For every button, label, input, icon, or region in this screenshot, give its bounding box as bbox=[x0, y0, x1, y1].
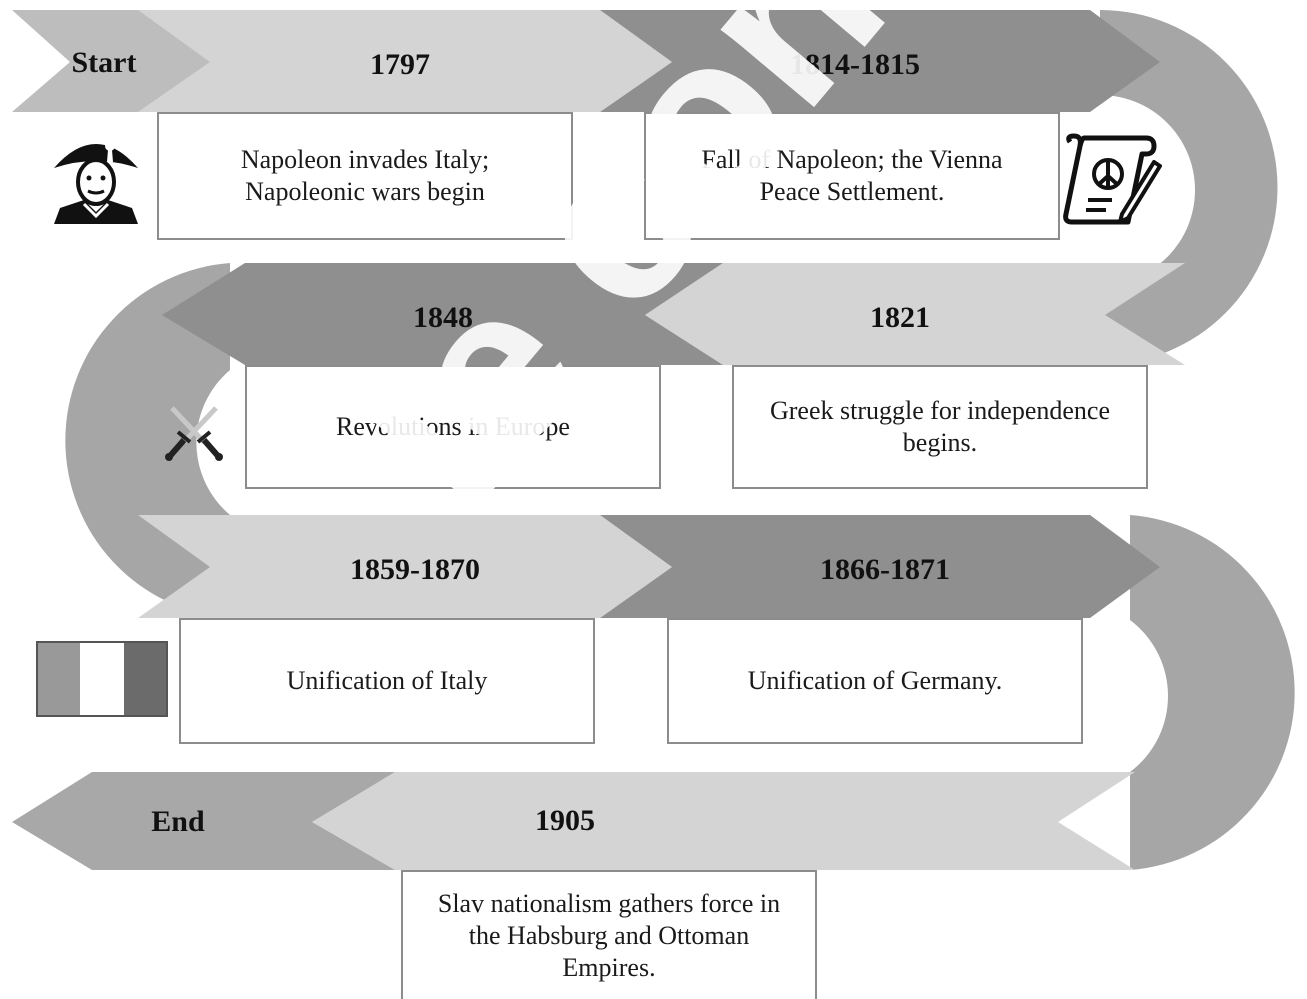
arrow-1848 bbox=[162, 263, 723, 365]
italy-flag-icon bbox=[36, 641, 168, 717]
year-label: 1866-1871 bbox=[820, 553, 950, 586]
event-description: Napoleon invades Italy; Napoleonic wars … bbox=[157, 112, 573, 240]
event-description: Slav nationalism gathers force in the Ha… bbox=[401, 870, 817, 999]
event-description: Greek struggle for independence begins. bbox=[732, 365, 1148, 489]
year-label: 1859-1870 bbox=[350, 553, 480, 586]
arrow-1859-1870 bbox=[138, 515, 672, 618]
arrow-1866-1871 bbox=[600, 515, 1160, 618]
event-description: Unification of Germany. bbox=[667, 618, 1083, 744]
arrow-end bbox=[12, 772, 395, 870]
year-label: 1905 bbox=[535, 804, 595, 837]
year-label: 1797 bbox=[370, 48, 430, 81]
event-description: Fall of Napoleon; the Vienna Peace Settl… bbox=[644, 112, 1060, 240]
peace-scroll-icon bbox=[1063, 133, 1162, 225]
arrow-start bbox=[12, 10, 215, 112]
arrow-1821 bbox=[645, 263, 1185, 365]
arrow-1905 bbox=[312, 772, 1135, 870]
arrow-1797 bbox=[138, 10, 672, 112]
start-label: Start bbox=[71, 46, 137, 79]
napoleon-bicorne-icon bbox=[54, 141, 138, 224]
end-label: End bbox=[151, 805, 205, 838]
year-label: 1821 bbox=[870, 301, 930, 334]
event-description: Unification of Italy bbox=[179, 618, 595, 744]
year-label: 1814-1815 bbox=[790, 48, 920, 81]
arrow-1814-1815 bbox=[600, 10, 1160, 112]
year-label: 1848 bbox=[413, 301, 473, 334]
event-description: Revolutions in Europe bbox=[245, 365, 661, 489]
crossed-swords-icon bbox=[165, 406, 223, 461]
track-turn-right-lower bbox=[1130, 515, 1295, 870]
